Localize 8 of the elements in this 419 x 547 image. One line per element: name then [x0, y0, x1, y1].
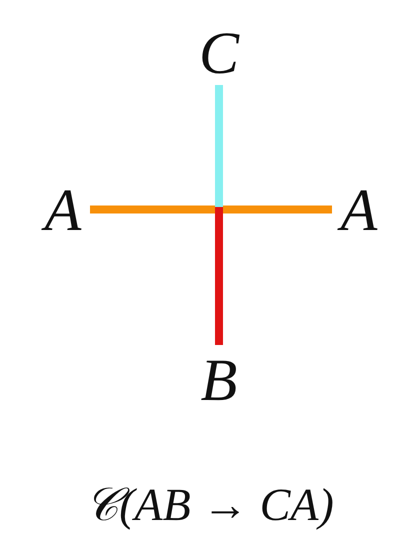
letter-label: A [36, 177, 90, 242]
line-segment [90, 206, 332, 214]
letter-label: B [192, 345, 246, 415]
line-segment [215, 207, 223, 345]
letter-label: A [332, 177, 386, 242]
line-segment [215, 85, 223, 207]
caption: 𝒞(AB → CA) [84, 478, 335, 532]
letter-label: C [192, 20, 246, 85]
